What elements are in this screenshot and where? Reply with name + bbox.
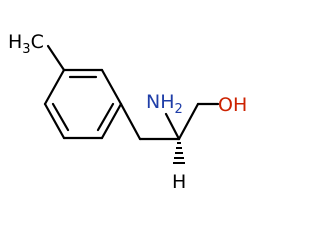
bond-methyl-ring xyxy=(46,44,66,72)
bond-chiral-nh2 xyxy=(164,112,181,141)
amine-label-subscript: 2 xyxy=(175,102,183,117)
stereo-h-label: H xyxy=(172,171,186,193)
ring-double-bond xyxy=(51,102,70,132)
amine-label-main: NH xyxy=(146,91,175,113)
ring-double-bond xyxy=(96,102,115,132)
molecule-structure: H3C NH2 OH H xyxy=(8,31,247,193)
ring-bond xyxy=(100,102,123,140)
methyl-label-c: C xyxy=(31,31,44,53)
methyl-label: H3C xyxy=(8,31,44,57)
ring-bond xyxy=(43,102,66,140)
hydroxyl-label: OH xyxy=(218,94,247,116)
stereo-hash-wedge xyxy=(173,142,185,164)
methyl-label-subscript: 3 xyxy=(22,42,30,57)
ring-bond xyxy=(100,68,123,106)
ring-bond xyxy=(43,68,66,106)
bond-chiral-ch2 xyxy=(177,102,200,141)
bond-ring-ch2 xyxy=(119,102,142,141)
amine-label: NH2 xyxy=(146,91,183,117)
methyl-label-h: H xyxy=(8,31,22,53)
